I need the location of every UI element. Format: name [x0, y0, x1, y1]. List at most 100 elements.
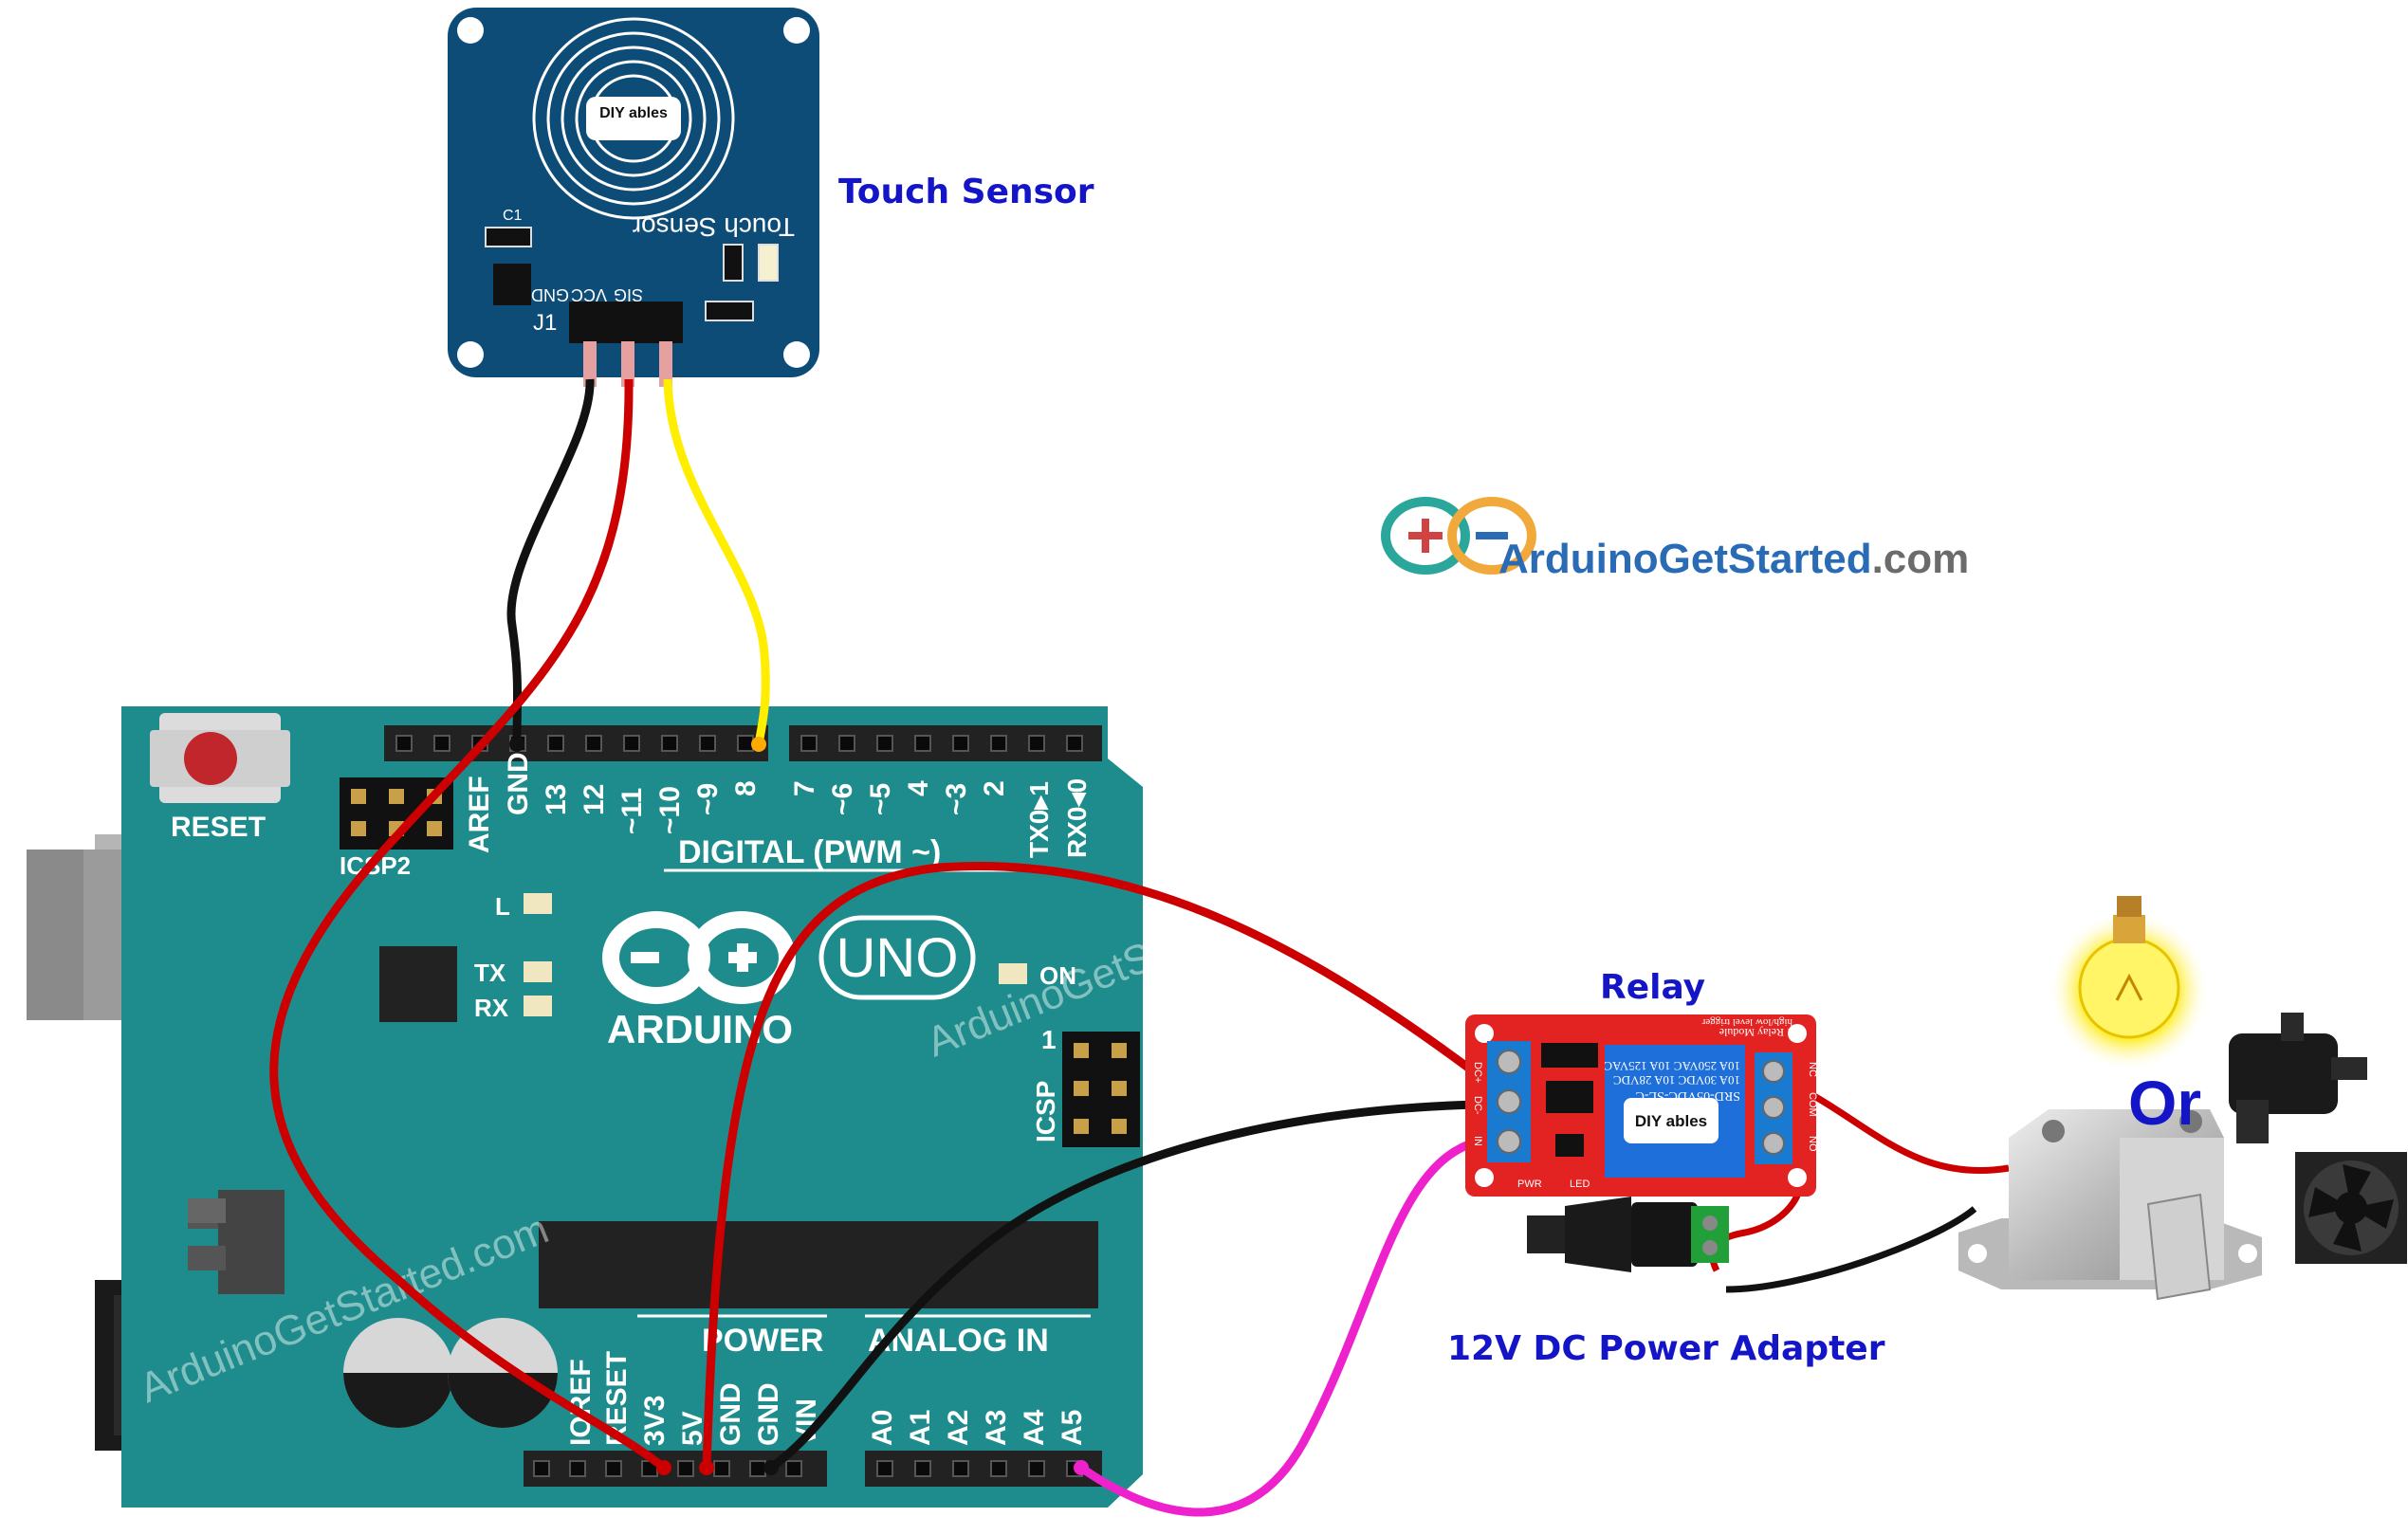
icsp-header	[1062, 1032, 1140, 1147]
digital-header-label: DIGITAL (PWM ~)	[678, 834, 941, 870]
sensor-pin-header	[569, 302, 683, 343]
digital-header-right	[789, 725, 1102, 761]
led-rx: RX	[474, 994, 552, 1022]
digital-pin-hole-right-1	[838, 735, 855, 752]
reset-button[interactable]	[150, 713, 290, 803]
svg-text:10A 30VDC 10A 28VDC: 10A 30VDC 10A 28VDC	[1613, 1073, 1740, 1087]
svg-text:VCC: VCC	[571, 285, 607, 304]
site-logo-icon	[1381, 497, 1536, 575]
wire-relay-in	[1078, 1138, 1477, 1517]
pin-label-6: ~6	[827, 783, 858, 815]
uno-label: UNO	[836, 927, 959, 989]
digital-pin-hole-8	[699, 735, 716, 752]
digital-pin-hole-right-7	[1066, 735, 1083, 752]
pin-label-3: ~3	[941, 783, 972, 815]
bottom-pin-holes	[533, 1460, 1083, 1477]
pin-label-gnd-2: GND	[753, 1382, 784, 1446]
relay-title: 1 Relay Module	[1719, 1026, 1792, 1039]
solenoid-lock	[1958, 1109, 2262, 1301]
pin-label-12: 12	[579, 784, 610, 815]
atmega-chip	[539, 1221, 1098, 1308]
svg-text:PWR: PWR	[1517, 1179, 1542, 1190]
power-adapter-label: 12V DC Power Adapter	[1447, 1329, 1885, 1368]
sensor-c1-label: C1	[503, 208, 523, 224]
power-pin-hole-5	[713, 1460, 730, 1477]
icsp-label: ICSP	[1031, 1081, 1060, 1142]
sensor-led-d	[758, 244, 779, 282]
capacitor-1	[343, 1318, 453, 1428]
digital-pin-hole-9	[737, 735, 754, 752]
svg-text:TX: TX	[474, 959, 506, 987]
led-on: ON	[999, 961, 1076, 990]
arduino-uno-board: RESET ICSP2 AREF GND 13 12 ~11 ~10	[121, 706, 1342, 1508]
light-bulb	[2049, 896, 2210, 1071]
svg-text:COM: COM	[1807, 1092, 1818, 1117]
digital-pin-hole-right-5	[990, 735, 1007, 752]
svg-text:LED: LED	[1570, 1179, 1590, 1190]
pin-label-a3: A3	[981, 1410, 1012, 1446]
reset-label: RESET	[171, 812, 266, 843]
wires	[269, 378, 2010, 1517]
relay-label: Relay	[1600, 968, 1705, 1007]
sensor-chip-u1	[493, 264, 531, 305]
analog-pin-hole-3	[990, 1460, 1007, 1477]
relay-subtitle: high/low level trigger	[1701, 1016, 1792, 1028]
wire-adapter-gnd	[1725, 1206, 1977, 1293]
svg-text:ON: ON	[1039, 961, 1076, 990]
pin-label-a5: A5	[1057, 1410, 1088, 1446]
digital-pin-hole-right-3	[914, 735, 931, 752]
svg-text:RX: RX	[474, 994, 509, 1022]
analog-pin-hole-4	[1028, 1460, 1045, 1477]
analog-pin-hole-1	[914, 1460, 931, 1477]
led-tx: TX	[474, 959, 552, 987]
sensor-pin-labels: GND VCC SIG	[531, 285, 643, 304]
relay-optocoupler	[1546, 1081, 1593, 1113]
svg-text:IN: IN	[1472, 1136, 1483, 1146]
pin-label-5: ~5	[865, 783, 896, 815]
relay-cube: 10A 250VAC 10A 125VAC 10A 30VDC 10A 28VD…	[1604, 1045, 1745, 1178]
digital-pin-hole-right-0	[800, 735, 818, 752]
analog-pin-hole-0	[876, 1460, 893, 1477]
wire-relay-gnd	[768, 1100, 1480, 1471]
power-pin-hole-6	[749, 1460, 766, 1477]
led-l: L	[495, 892, 552, 921]
digital-pin-hole-right-6	[1028, 735, 1045, 752]
sensor-capacitor-c1	[485, 227, 532, 247]
water-pump	[2229, 1013, 2367, 1143]
power-header-label: POWER	[702, 1323, 823, 1359]
power-pin-hole-0	[533, 1460, 550, 1477]
digital-pin-hole-6	[623, 735, 640, 752]
svg-text:GND: GND	[531, 285, 569, 304]
power-pin-hole-1	[569, 1460, 586, 1477]
wire-sensor-sig	[663, 378, 770, 745]
touch-pad[interactable]: DIY ables	[532, 17, 735, 220]
power-pin-hole-2	[605, 1460, 622, 1477]
pin-label-3v3: 3V3	[639, 1396, 671, 1446]
wire-sensor-gnd	[506, 378, 595, 745]
digital-pin-hole-7	[661, 735, 678, 752]
digital-pin-hole-0	[395, 735, 413, 752]
dc-power-adapter-connector	[1527, 1197, 1729, 1272]
icsp-pin1-label: 1	[1041, 1025, 1057, 1054]
pin-label-a2: A2	[943, 1410, 974, 1446]
svg-text:DC-: DC-	[1472, 1096, 1483, 1115]
site-logo: ArduinoGetStarted.com	[1381, 497, 1969, 582]
analog-pin-labels: A0 A1 A2 A3 A4 A5	[867, 1409, 1088, 1446]
relay-brand-logo: DIY ables	[1635, 1112, 1707, 1130]
site-logo-text: ArduinoGetStarted.com	[1498, 536, 1969, 582]
pin-label-a1: A1	[905, 1410, 936, 1446]
svg-text:DC+: DC+	[1472, 1062, 1483, 1083]
pin-label-gnd: GND	[503, 752, 534, 815]
digital-pin-hole-4	[547, 735, 564, 752]
relay-jumper[interactable]	[1541, 1043, 1598, 1068]
pin-label-10: ~10	[654, 786, 686, 834]
digital-pin-hole-right-2	[876, 735, 893, 752]
svg-text:NC: NC	[1807, 1062, 1818, 1077]
pin-label-4: 4	[903, 780, 934, 796]
sensor-resistor-r2	[723, 244, 744, 282]
pin-label-13: 13	[541, 784, 572, 815]
uno-badge	[818, 915, 976, 1000]
pin-label-a4: A4	[1019, 1409, 1050, 1446]
pin-label-tx: TX0▸1	[1024, 781, 1054, 858]
